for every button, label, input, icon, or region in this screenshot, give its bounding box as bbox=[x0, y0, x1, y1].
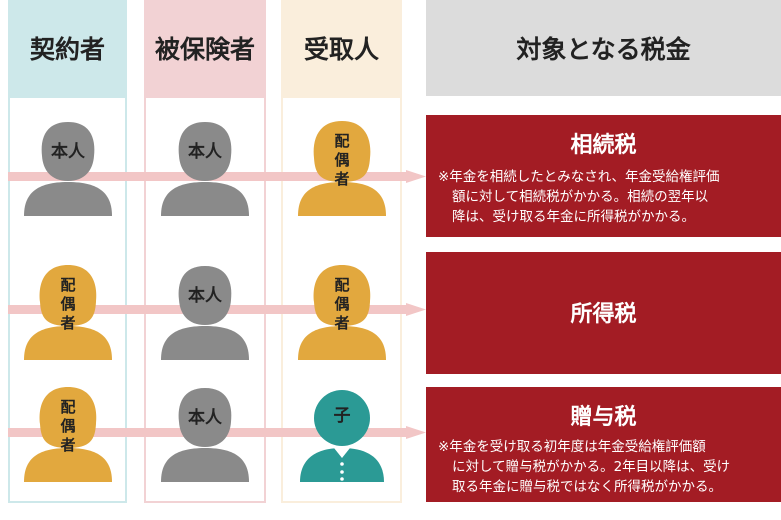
person-label: 配偶者 bbox=[334, 132, 350, 188]
spouse-silhouette-icon bbox=[24, 265, 112, 360]
person-label: 配偶者 bbox=[60, 276, 76, 332]
tax-box-income: 所得税 bbox=[426, 252, 781, 374]
tax-note: ※年金を受け取る初年度は年金受給権評価額 に対して贈与税がかかる。2年目以降は、… bbox=[438, 439, 731, 495]
person-label: 本人 bbox=[51, 142, 85, 162]
person-label: 子 bbox=[333, 406, 351, 426]
person-label: 本人 bbox=[188, 286, 222, 306]
person-silhouette-icon bbox=[161, 388, 249, 482]
spouse-silhouette-icon bbox=[298, 265, 386, 360]
tax-box-inheritance: 相続税 ※年金を相続したとみなされ、年金受給権評価 額に対して相続税がかかる。相… bbox=[426, 115, 781, 237]
tax-name: 相続税 bbox=[570, 133, 637, 158]
person-recipient-child: 子 bbox=[294, 384, 390, 482]
person-label: 本人 bbox=[188, 408, 222, 428]
tax-name: 所得税 bbox=[570, 302, 637, 327]
person-label: 本人 bbox=[188, 142, 222, 162]
header-contractor: 契約者 bbox=[8, 0, 127, 96]
spouse-silhouette-icon bbox=[298, 121, 386, 216]
person-silhouette-icon bbox=[24, 122, 112, 216]
person-label: 配偶者 bbox=[60, 398, 76, 454]
person-insured-self: 本人 bbox=[157, 262, 253, 360]
person-silhouette-icon bbox=[161, 266, 249, 360]
tax-note: ※年金を相続したとみなされ、年金受給権評価 額に対して相続税がかかる。相続の翌年… bbox=[438, 169, 720, 225]
person-recipient-spouse: 配偶者 bbox=[294, 262, 390, 360]
header-insured: 被保険者 bbox=[144, 0, 266, 96]
tax-name: 贈与税 bbox=[570, 405, 637, 430]
person-insured-self: 本人 bbox=[157, 118, 253, 216]
person-recipient-spouse: 配偶者 bbox=[294, 118, 390, 216]
person-label: 配偶者 bbox=[334, 276, 350, 332]
person-contractor-spouse: 配偶者 bbox=[20, 262, 116, 360]
header-tax: 対象となる税金 bbox=[426, 0, 781, 96]
person-contractor-self: 本人 bbox=[20, 118, 116, 216]
child-silhouette-icon bbox=[300, 390, 384, 482]
person-silhouette-icon bbox=[161, 122, 249, 216]
person-contractor-spouse: 配偶者 bbox=[20, 384, 116, 482]
tax-box-gift: 贈与税 ※年金を受け取る初年度は年金受給権評価額 に対して贈与税がかかる。2年目… bbox=[426, 387, 781, 502]
person-insured-self: 本人 bbox=[157, 384, 253, 482]
header-recipient: 受取人 bbox=[281, 0, 402, 96]
spouse-silhouette-icon bbox=[24, 387, 112, 482]
